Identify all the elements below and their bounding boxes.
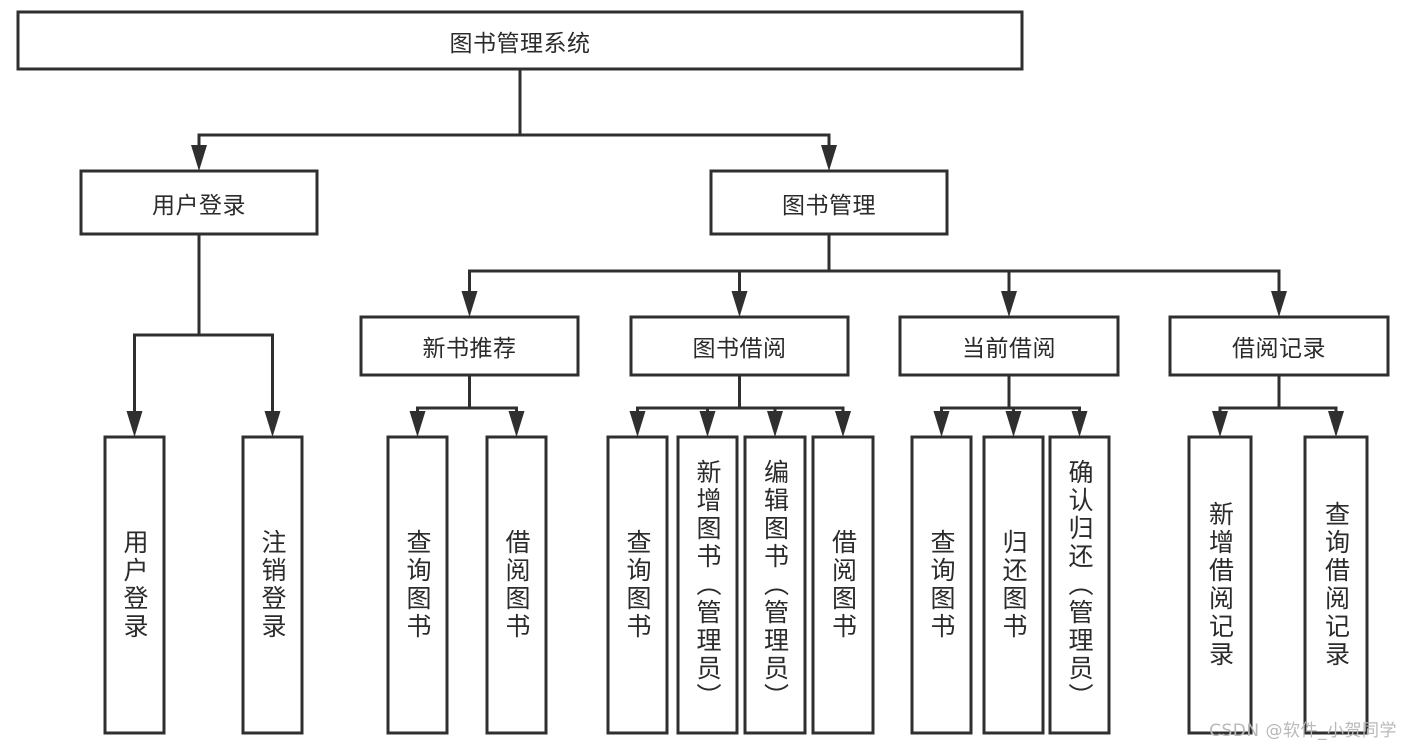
arrowhead-records-1 — [1328, 411, 1344, 437]
arrowhead-current-1 — [1005, 411, 1022, 437]
node-box-leaf-2 — [386, 435, 449, 735]
arrowhead-newbooks-0 — [409, 411, 426, 437]
node-box-leaf-0 — [103, 435, 166, 735]
node-box-level3-2 — [898, 315, 1120, 377]
node-box-leaf-9 — [982, 435, 1045, 735]
node-box-leaf-10 — [1048, 435, 1111, 735]
node-box-leaf-3 — [485, 435, 548, 735]
node-box-leaf-1 — [241, 435, 304, 735]
arrowhead-login-1 — [264, 411, 281, 437]
node-box-level2-1 — [709, 169, 949, 236]
csdn-watermark: CSDN @软件_小贺同学 — [1209, 721, 1397, 741]
arrowhead-borrow-0 — [629, 411, 646, 437]
node-box-level2-0 — [79, 169, 319, 236]
node-box-level3-0 — [359, 315, 580, 377]
node-box-leaf-5 — [676, 435, 739, 735]
node-boxes-layer — [16, 10, 1390, 735]
connectors-layer — [126, 67, 1344, 437]
node-box-leaf-7 — [811, 435, 875, 735]
node-box-level3-3 — [1168, 315, 1390, 377]
arrowhead-borrow-3 — [835, 411, 851, 437]
arrowhead-level2-0 — [191, 145, 207, 171]
node-box-leaf-12 — [1303, 435, 1369, 735]
arrowhead-level3-0 — [461, 291, 478, 317]
arrowhead-current-2 — [1071, 411, 1088, 437]
node-box-leaf-6 — [743, 435, 807, 735]
arrowhead-borrow-2 — [767, 411, 783, 437]
arrowhead-level3-1 — [731, 291, 748, 317]
node-box-leaf-4 — [606, 435, 669, 735]
node-box-leaf-11 — [1187, 435, 1253, 735]
node-box-root — [16, 10, 1024, 71]
arrowhead-records-0 — [1212, 411, 1228, 437]
arrowhead-current-0 — [933, 411, 950, 437]
arrowhead-level3-2 — [1001, 291, 1017, 317]
arrowhead-borrow-1 — [699, 411, 716, 437]
arrowhead-login-0 — [126, 411, 143, 437]
node-box-leaf-8 — [910, 435, 973, 735]
node-box-level3-1 — [629, 315, 850, 377]
arrowhead-level2-1 — [821, 145, 837, 171]
arrowhead-newbooks-1 — [508, 411, 525, 437]
arrowhead-level3-3 — [1271, 291, 1287, 317]
